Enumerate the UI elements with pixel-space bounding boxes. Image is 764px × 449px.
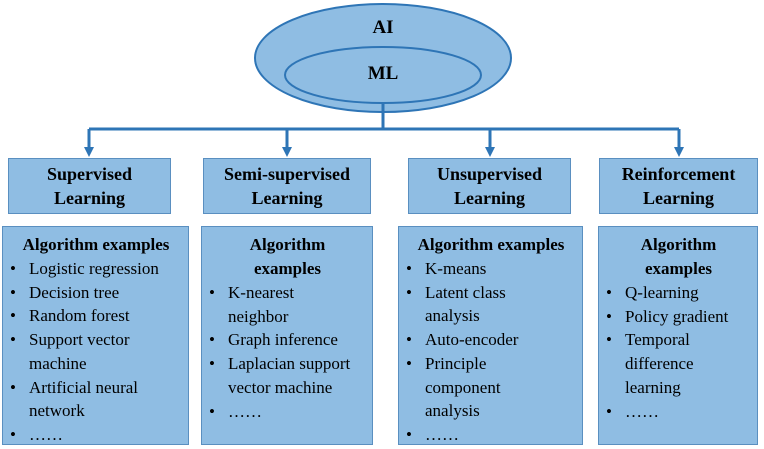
- algorithm-title-line: examples: [253, 259, 322, 278]
- list-item: Support vector machine: [9, 328, 157, 375]
- category-box-unsupervised: Unsupervised Learning: [408, 158, 571, 214]
- category-box-semi-supervised: Semi-supervised Learning: [203, 158, 371, 214]
- list-item: Policy gradient: [605, 305, 752, 329]
- list-item: Latent class analysis: [405, 281, 535, 328]
- algorithm-list: Q-learning Policy gradient Temporal diff…: [605, 281, 752, 423]
- algorithm-title-line: examples: [644, 259, 713, 278]
- ai-label: AI: [372, 17, 394, 38]
- algorithm-title-line: Algorithm: [249, 235, 326, 254]
- algorithm-box-reinforcement: Algorithm examples Q-learning Policy gra…: [598, 226, 758, 445]
- category-title-line2: Learning: [642, 188, 714, 208]
- category-box-supervised: Supervised Learning: [8, 158, 171, 214]
- algorithm-box-semi-supervised: Algorithm examples K-nearest neighbor Gr…: [201, 226, 373, 445]
- category-title-line2: Learning: [53, 188, 125, 208]
- list-item: Logistic regression: [9, 257, 183, 281]
- category-title-line1: Supervised: [46, 164, 133, 184]
- category-title-line2: Learning: [453, 188, 525, 208]
- category-title-line1: Semi-supervised: [224, 164, 350, 184]
- algorithm-box-supervised: Algorithm examples Logistic regression D…: [2, 226, 189, 447]
- algorithm-title: Algorithm examples: [405, 233, 577, 257]
- list-item: ……: [208, 400, 367, 424]
- category-title-line1: Unsupervised: [436, 164, 543, 184]
- algorithm-list: Logistic regression Decision tree Random…: [9, 257, 183, 447]
- list-item: Artificial neural network: [9, 376, 169, 423]
- algorithm-title-line: Algorithm examples: [22, 235, 170, 254]
- list-item: Principle component analysis: [405, 352, 530, 423]
- list-item: ……: [405, 423, 577, 447]
- list-item: K-means: [405, 257, 577, 281]
- category-box-reinforcement: Reinforcement Learning: [599, 158, 758, 214]
- algorithm-title-line: Algorithm examples: [417, 235, 565, 254]
- algorithm-list: K-nearest neighbor Graph inference Lapla…: [208, 281, 367, 423]
- category-title-line1: Reinforcement: [621, 164, 736, 184]
- list-item: Q-learning: [605, 281, 752, 305]
- ml-label: ML: [367, 63, 399, 84]
- list-item: ……: [605, 400, 752, 424]
- algorithm-title-line: Algorithm: [640, 235, 717, 254]
- algorithm-box-unsupervised: Algorithm examples K-means Latent class …: [398, 226, 583, 447]
- algorithm-title: Algorithm examples: [208, 233, 367, 281]
- list-item: Graph inference: [208, 328, 367, 352]
- list-item: Laplacian support vector machine: [208, 352, 353, 399]
- list-item: K-nearest neighbor: [208, 281, 338, 328]
- category-title-line2: Learning: [251, 188, 323, 208]
- algorithm-list: K-means Latent class analysis Auto-encod…: [405, 257, 577, 447]
- list-item: Random forest: [9, 304, 183, 328]
- list-item: Decision tree: [9, 281, 183, 305]
- list-item: Auto-encoder: [405, 328, 577, 352]
- list-item: Temporal difference learning: [605, 328, 720, 399]
- list-item: ……: [9, 423, 183, 447]
- algorithm-title: Algorithm examples: [9, 233, 183, 257]
- algorithm-title: Algorithm examples: [605, 233, 752, 281]
